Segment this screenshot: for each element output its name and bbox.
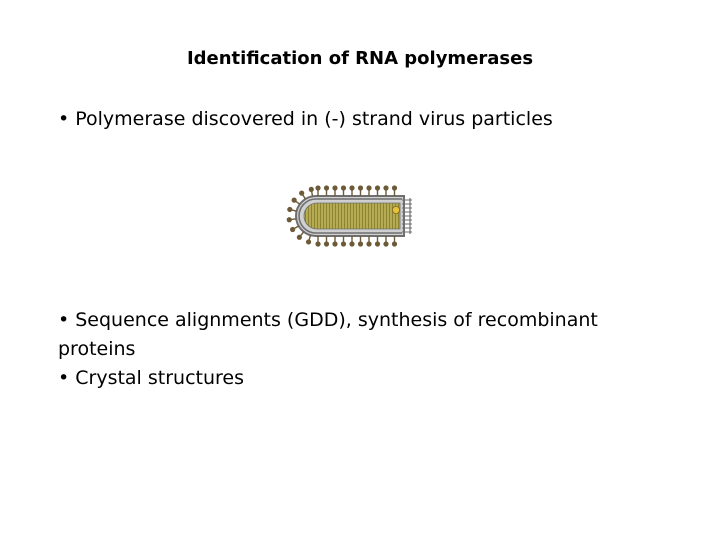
spike-head [349, 241, 355, 247]
viral-membrane [298, 198, 402, 234]
spike-head [287, 206, 293, 213]
spike-head [357, 185, 364, 191]
nucleocapsid-core [303, 202, 401, 230]
spike-head [340, 241, 347, 247]
spike-head [391, 185, 398, 191]
spike-head [291, 197, 297, 203]
bullet-polymerase-discovered: • Polymerase discovered in (-) strand vi… [58, 108, 553, 130]
rhabdovirus-particle-icon [286, 185, 412, 247]
spike-head [305, 239, 312, 245]
spike-head [383, 241, 389, 247]
spike-head [366, 241, 372, 247]
bullet-crystal-structures: • Crystal structures [58, 367, 245, 389]
spike-head [340, 185, 347, 191]
spike-head [383, 185, 389, 191]
spike-head [391, 241, 398, 247]
bullet-sequence-alignments: • Sequence alignments (GDD), synthesis o… [58, 309, 598, 360]
spike-head [374, 241, 381, 247]
spike-head [332, 241, 338, 247]
spike-head [290, 226, 296, 233]
spike-head [374, 185, 381, 191]
spike-head [323, 185, 330, 191]
spike-head [323, 241, 330, 247]
spike-head [366, 185, 372, 191]
spike-head [299, 190, 305, 196]
spike-head [357, 241, 364, 247]
glycoprotein-spikes [286, 185, 398, 247]
spike-head [296, 234, 302, 240]
spike-head [349, 185, 355, 191]
slide-title: Identification of RNA polymerases [186, 48, 534, 69]
envelope-end-ticks [402, 198, 412, 234]
spike-head [308, 186, 314, 193]
polymerase-icon [392, 205, 401, 214]
spike-head [286, 217, 292, 223]
spike-head [315, 185, 321, 191]
spike-head [315, 241, 321, 247]
spike-head [332, 185, 338, 191]
